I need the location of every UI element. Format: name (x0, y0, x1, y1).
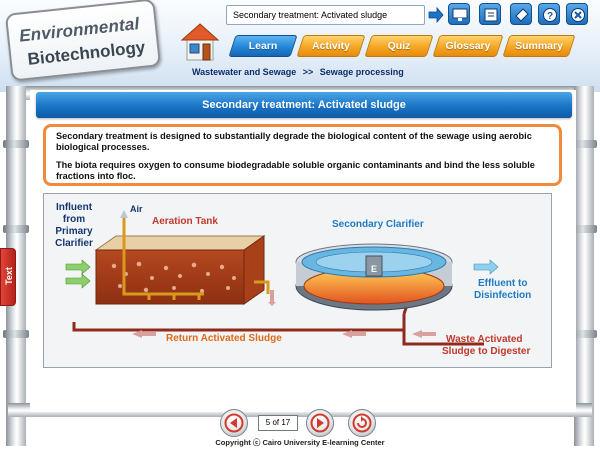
tab-summary-label: Summary (515, 40, 563, 52)
label-air: Air (130, 204, 143, 214)
content-title: Secondary treatment: Activated sludge (202, 99, 406, 111)
pipe-joint (3, 140, 29, 148)
tab-learn-label: Learn (248, 40, 278, 52)
label-return-sludge: Return Activated Sludge (166, 333, 282, 344)
page-title-field: Secondary treatment: Activated sludge (226, 5, 425, 25)
label-influent-1: Influent (56, 202, 93, 213)
arrow-right-icon[interactable] (428, 6, 444, 24)
tab-activity[interactable]: Activity (296, 35, 366, 57)
label-secondary-clarifier: Secondary Clarifier (332, 219, 424, 230)
pipe-joint (571, 330, 597, 338)
text-side-tab-label: Text (4, 267, 14, 285)
label-waste-2: Sludge to Digester (442, 346, 530, 357)
pipe-joint (571, 225, 597, 233)
close-button[interactable] (566, 3, 588, 25)
arrow-left-icon (224, 413, 244, 433)
previous-button[interactable] (220, 409, 248, 437)
help-button[interactable]: ? (538, 3, 560, 25)
breadcrumb-separator: >> (302, 67, 314, 77)
effluent-arrow-icon (473, 259, 499, 275)
help-icon: ? (543, 8, 557, 22)
text-side-tab[interactable]: Text (0, 248, 16, 306)
label-effluent-2: Disinfection (474, 290, 531, 301)
tab-quiz[interactable]: Quiz (364, 35, 434, 57)
book-button[interactable] (479, 3, 501, 25)
secondary-clarifier: E (295, 243, 453, 311)
description-box: Secondary treatment is designed to subst… (43, 124, 562, 186)
breadcrumb-item-wastewater[interactable]: Wastewater and Sewage (192, 67, 297, 77)
label-influent-4: Clarifier (55, 238, 93, 249)
activated-sludge-diagram: E Influent from Primary Clarifier Air Ae… (55, 202, 531, 357)
diagram-panel: E Influent from Primary Clarifier Air Ae… (43, 193, 552, 368)
label-effluent-1: Effluent to (478, 278, 527, 289)
close-icon (571, 8, 585, 22)
content-title-bar: Secondary treatment: Activated sludge (36, 92, 572, 118)
copyright-text: Copyright ⓒ Cairo University E-learning … (215, 438, 385, 447)
tab-glossary-label: Glossary (445, 40, 491, 52)
transfer-arrow-icon (268, 290, 276, 306)
tab-summary[interactable]: Summary (502, 35, 576, 57)
air-bubbles (111, 261, 236, 294)
replay-icon (352, 413, 372, 433)
description-paragraph-1: Secondary treatment is designed to subst… (56, 131, 532, 152)
next-button[interactable] (306, 409, 334, 437)
glossary-icon (515, 8, 529, 22)
breadcrumb-item-sewage[interactable]: Sewage processing (319, 67, 404, 77)
pipe-right (574, 86, 594, 446)
page-indicator: 5 of 17 (258, 415, 298, 431)
pipe-left (6, 86, 26, 446)
waste-sludge-pipe (402, 330, 484, 346)
tab-learn[interactable]: Learn (228, 35, 298, 57)
label-aeration-tank: Aeration Tank (152, 216, 218, 227)
pipe-joint (571, 140, 597, 148)
air-arrow-icon (120, 210, 128, 218)
tab-quiz-label: Quiz (387, 40, 411, 52)
aeration-tank (94, 235, 266, 305)
tab-glossary[interactable]: Glossary (432, 35, 504, 57)
glossary-button[interactable] (510, 3, 532, 25)
description-paragraph-2: The biota requires oxygen to consume bio… (56, 160, 535, 181)
monitor-icon (452, 8, 468, 21)
home-icon[interactable] (180, 22, 220, 62)
svg-text:?: ? (547, 11, 553, 22)
air-pipe (122, 214, 204, 300)
return-sludge-pipe (72, 314, 406, 332)
book-icon (484, 8, 498, 22)
label-influent-3: Primary (55, 226, 93, 237)
replay-button[interactable] (348, 409, 376, 437)
monitor-button[interactable] (448, 3, 470, 25)
influent-arrow-icon (65, 259, 91, 289)
transfer-pipe (254, 280, 270, 294)
pipe-joint (3, 330, 29, 338)
breadcrumb: Wastewater and Sewage >> Sewage processi… (192, 67, 404, 77)
tab-activity-label: Activity (312, 40, 350, 52)
clarifier-mark: E (371, 264, 377, 274)
label-waste-1: Waste Activated (446, 334, 523, 345)
header: Environmental Biotechnology Secondary tr… (0, 0, 600, 92)
return-arrow-icon (132, 330, 436, 338)
pipe-joint (3, 225, 29, 233)
arrow-right-icon (310, 413, 330, 433)
app-logo: Environmental Biotechnology (4, 0, 162, 82)
label-influent-2: from (63, 214, 85, 225)
